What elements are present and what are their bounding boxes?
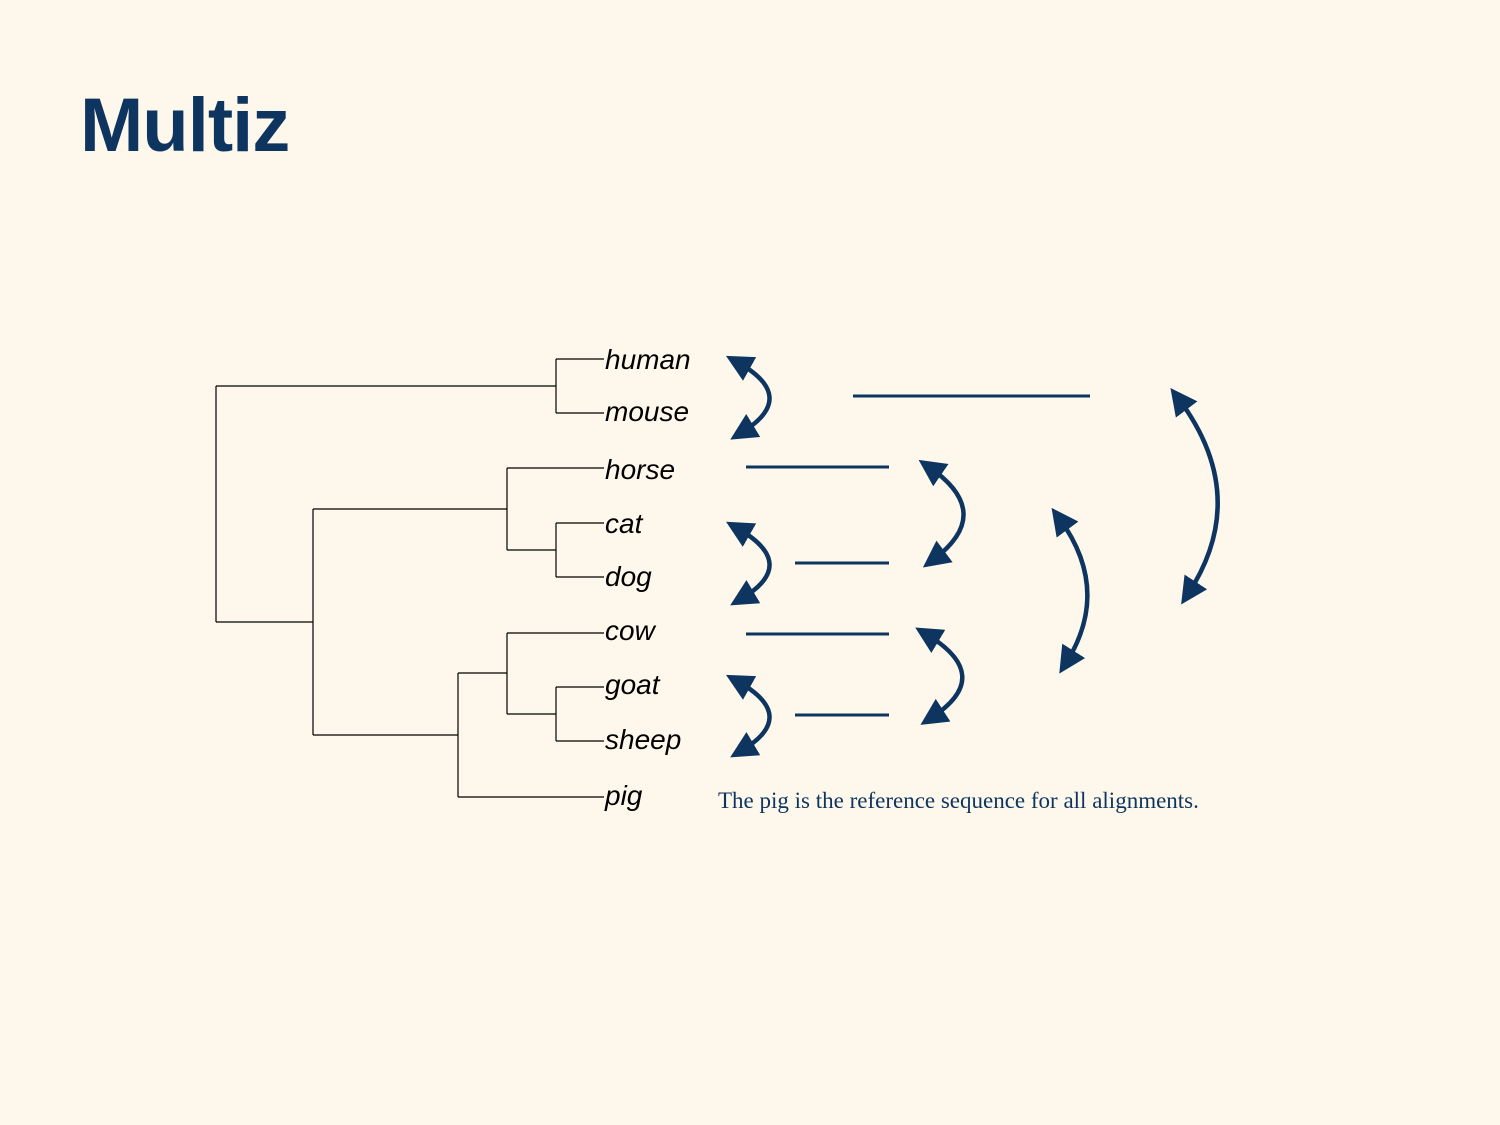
species-label-human: human — [605, 344, 691, 375]
alignment-arrows — [725, 355, 1220, 758]
double-arrow-cat-dog — [726, 521, 772, 606]
caption: The pig is the reference sequence for al… — [718, 788, 1199, 813]
species-label-sheep: sheep — [605, 724, 681, 755]
phylogenetic-tree — [215, 358, 604, 798]
species-label-goat: goat — [605, 669, 661, 700]
double-arrow-laurasiatheria — [1051, 507, 1090, 674]
double-arrow-root — [1170, 387, 1220, 605]
double-arrow-goat-sheep — [725, 674, 772, 758]
double-arrow-horse-catdog — [918, 459, 966, 568]
double-arrow-human-mouse — [725, 355, 772, 440]
species-label-dog: dog — [605, 561, 652, 592]
alignment-bars — [746, 394, 1090, 717]
species-label-cow: cow — [605, 615, 657, 646]
species-labels: human mouse horse cat dog cow goat sheep… — [604, 344, 691, 811]
species-label-cat: cat — [605, 508, 644, 539]
double-arrow-cow-ruminants — [915, 627, 965, 725]
species-label-mouse: mouse — [605, 396, 689, 427]
species-label-horse: horse — [605, 454, 675, 485]
slide-title: Multiz — [80, 83, 290, 168]
species-label-pig: pig — [604, 780, 643, 811]
